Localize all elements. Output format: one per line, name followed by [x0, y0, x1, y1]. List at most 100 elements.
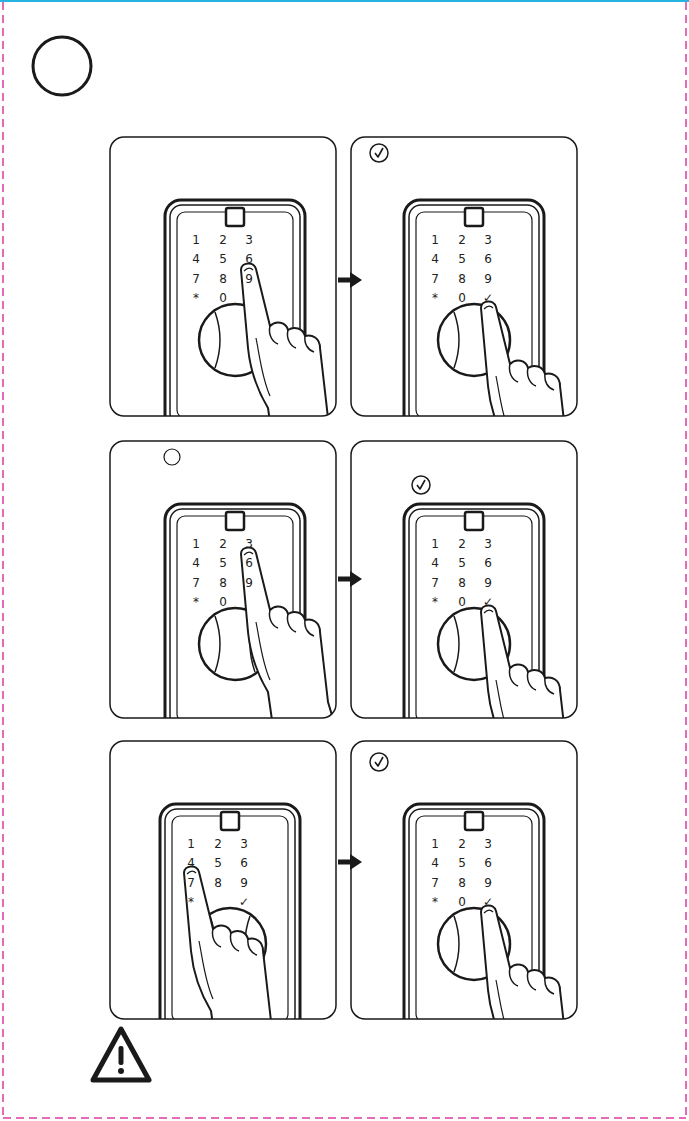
- keypad-key: 2: [452, 836, 472, 852]
- finger: [481, 301, 577, 416]
- step-arrow: [338, 272, 362, 288]
- keypad-key: 1: [425, 836, 445, 852]
- finger: [481, 605, 577, 718]
- warning-icon: [93, 1029, 149, 1080]
- step-arrow: [338, 571, 362, 587]
- keypad-key: 9: [478, 575, 498, 591]
- keypad-key: *: [425, 894, 445, 910]
- keypad-key: 8: [208, 875, 228, 891]
- keypad-key: 1: [181, 836, 201, 852]
- keypad-key: 9: [234, 875, 254, 891]
- keypad-key: 5: [208, 855, 228, 871]
- keypad-key: 7: [425, 575, 445, 591]
- keypad-key: *: [425, 290, 445, 306]
- keypad-key: ✓: [478, 290, 498, 306]
- keypad-key: 7: [186, 575, 206, 591]
- keypad-key: 8: [452, 575, 472, 591]
- check-icon: [370, 144, 388, 162]
- keypad-key: 2: [452, 232, 472, 248]
- check-icon: [412, 476, 430, 494]
- keypad-key: 5: [452, 855, 472, 871]
- keypad-key: 3: [478, 232, 498, 248]
- keypad-key: 8: [452, 875, 472, 891]
- keypad-key: 7: [186, 271, 206, 287]
- keypad-key: 1: [186, 232, 206, 248]
- step-panel: [110, 137, 336, 416]
- keypad-key: 1: [425, 536, 445, 552]
- keypad-key: 0: [213, 594, 233, 610]
- keypad-key: *: [181, 894, 201, 910]
- keypad-key: 6: [234, 855, 254, 871]
- keypad-key: *: [186, 290, 206, 306]
- keypad-key: 0: [452, 290, 472, 306]
- keypad-key: 7: [425, 875, 445, 891]
- step-arrow: [338, 854, 362, 870]
- keypad-key: 3: [239, 536, 259, 552]
- keypad-key: 2: [208, 836, 228, 852]
- finger: [481, 905, 577, 1019]
- keypad-key: 9: [478, 271, 498, 287]
- step-panel: [351, 441, 577, 718]
- keypad-key: 9: [239, 575, 259, 591]
- panel-border: [351, 741, 577, 1019]
- keypad-key: 7: [425, 271, 445, 287]
- keypad-key: 4: [425, 251, 445, 267]
- finger: [241, 263, 336, 416]
- keypad-key: ✓: [478, 894, 498, 910]
- keypad-key: 1: [186, 536, 206, 552]
- keypad-key: 4: [186, 251, 206, 267]
- keypad-key: 7: [181, 875, 201, 891]
- cut-line: [3, 1117, 686, 1119]
- keypad-key: 1: [425, 232, 445, 248]
- keypad-key: 9: [478, 875, 498, 891]
- panel-border: [351, 441, 577, 718]
- keypad-key: ✓: [478, 594, 498, 610]
- step-panel: [110, 441, 336, 718]
- check-icon: [370, 753, 388, 771]
- keypad-key: 3: [478, 836, 498, 852]
- keypad-key: ✓: [234, 894, 254, 910]
- keypad-key: 2: [213, 536, 233, 552]
- keypad-key: *: [186, 594, 206, 610]
- keypad-key: 4: [425, 555, 445, 571]
- keypad-key: 2: [213, 232, 233, 248]
- keypad-key: 6: [239, 251, 259, 267]
- finger: [241, 547, 336, 718]
- keypad-key: 4: [186, 555, 206, 571]
- panel-border: [110, 137, 336, 416]
- keypad-key: 8: [213, 575, 233, 591]
- keypad-key: 0: [213, 290, 233, 306]
- keypad-key: 8: [213, 271, 233, 287]
- keypad-key: 8: [452, 271, 472, 287]
- step-panel: [351, 137, 577, 416]
- keypad-key: 2: [452, 536, 472, 552]
- step-panel: [351, 741, 577, 1019]
- cut-line: [685, 2, 687, 1118]
- top-rule: [0, 0, 689, 2]
- keypad-key: 5: [452, 555, 472, 571]
- keypad-key: 0: [452, 594, 472, 610]
- keypad-key: 3: [478, 536, 498, 552]
- keypad-key: 4: [181, 855, 201, 871]
- keypad-key: 6: [239, 555, 259, 571]
- keypad-key: 3: [239, 232, 259, 248]
- step-panel: [110, 741, 336, 1019]
- keypad-key: 5: [452, 251, 472, 267]
- cut-line: [2, 2, 4, 1118]
- keypad-key: 6: [478, 251, 498, 267]
- keypad-key: 4: [425, 855, 445, 871]
- keypad-key: 6: [478, 855, 498, 871]
- keypad-key: 5: [213, 251, 233, 267]
- keypad-key: 6: [478, 555, 498, 571]
- keypad-key: 5: [213, 555, 233, 571]
- keypad-key: *: [425, 594, 445, 610]
- panel-border: [110, 441, 336, 718]
- finger: [184, 866, 289, 1019]
- keypad-key: 9: [239, 271, 259, 287]
- keypad-key: 3: [234, 836, 254, 852]
- empty-circle: [164, 449, 180, 465]
- keypad-key: 0: [452, 894, 472, 910]
- panel-border: [110, 741, 336, 1019]
